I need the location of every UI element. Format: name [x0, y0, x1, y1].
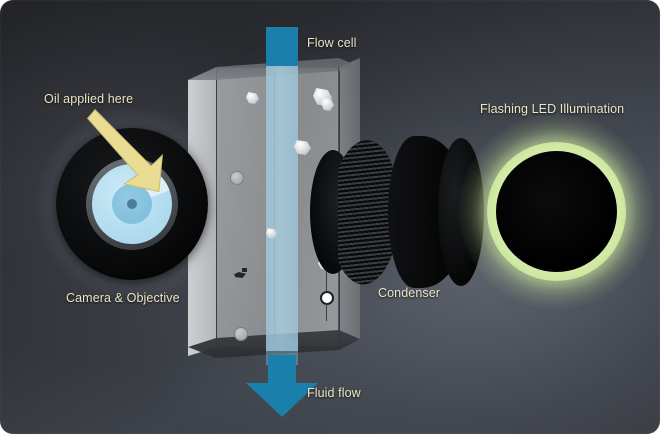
fluid-column [266, 66, 298, 351]
condenser-rear-face [438, 138, 484, 286]
label-oil-applied: Oil applied here [44, 92, 134, 106]
led-face [496, 151, 617, 272]
particle [266, 228, 277, 239]
particle-stem [326, 268, 328, 294]
led-illuminator [459, 114, 654, 309]
objective-lens-assembly [36, 108, 228, 300]
oil-applied-arrow-icon [86, 109, 164, 193]
label-fluid-flow: Fluid flow [307, 386, 361, 400]
particle [321, 98, 334, 111]
particle-stem [326, 303, 328, 321]
objective-center-dot [127, 199, 137, 209]
arrow-head [246, 383, 318, 417]
particle [294, 140, 311, 155]
condenser-assembly [310, 136, 485, 288]
fluid-inlet-bar [266, 27, 298, 67]
arrow-shaft [268, 355, 296, 385]
particle [242, 268, 247, 272]
particle [234, 272, 246, 278]
label-camera-objective: Camera & Objective [66, 291, 180, 305]
particle [246, 92, 259, 104]
fluid-flow-arrow [246, 355, 318, 417]
label-condenser: Condenser [378, 286, 441, 300]
particle-sphere [234, 327, 248, 341]
label-led: Flashing LED Illumination [480, 102, 625, 116]
particle-sphere [230, 171, 244, 185]
label-flow-cell: Flow cell [307, 36, 357, 50]
